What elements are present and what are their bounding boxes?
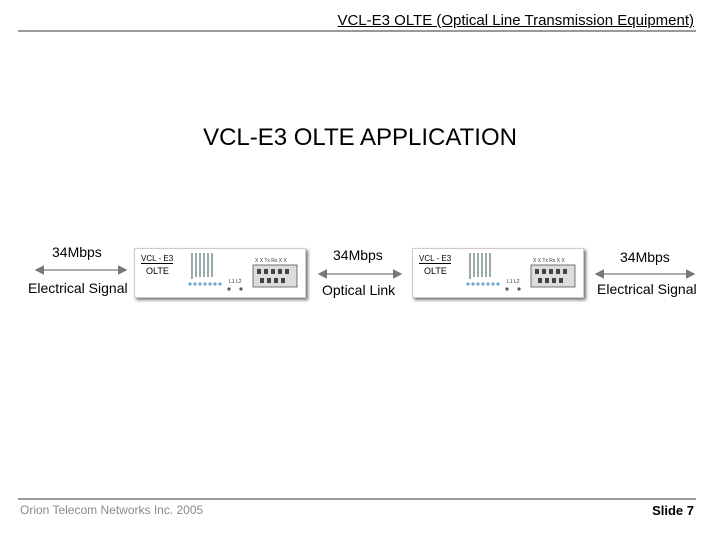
- left-signal-label: Electrical Signal: [28, 280, 128, 296]
- svg-text:L1 L2: L1 L2: [507, 279, 520, 285]
- footer-divider: [18, 498, 696, 500]
- header-title: VCL-E3 OLTE (Optical Line Transmission E…: [337, 12, 694, 29]
- device-1-label: OLTE: [146, 266, 169, 276]
- header-divider: [18, 30, 696, 32]
- right-signal-label: Electrical Signal: [597, 281, 697, 297]
- svg-text:X X Tx Rx X X: X X Tx Rx X X: [533, 258, 566, 264]
- footer-company: Orion Telecom Networks Inc. 2005: [20, 503, 204, 517]
- svg-text:L1 L2: L1 L2: [229, 279, 242, 285]
- middle-signal-label: Optical Link: [322, 282, 396, 298]
- device-2-model: VCL - E3: [419, 254, 452, 264]
- device-1-model: VCL - E3: [141, 254, 174, 264]
- olte-device-1: L1 L2 X X Tx Rx X X VCL - E3 OLTE: [134, 248, 306, 298]
- slide-number: Slide 7: [652, 503, 694, 518]
- device-2-label: OLTE: [424, 266, 447, 276]
- right-rate-label: 34Mbps: [620, 249, 670, 265]
- device-panel-icon: L1 L2 X X Tx Rx X X: [466, 253, 576, 291]
- olte-device-2: L1 L2 X X Tx Rx X X VCL - E3 OLTE: [412, 248, 584, 298]
- middle-rate-label: 34Mbps: [333, 247, 383, 263]
- page-title: VCL-E3 OLTE APPLICATION: [203, 124, 517, 151]
- left-rate-label: 34Mbps: [52, 244, 102, 260]
- device-panel-icon: L1 L2 X X Tx Rx X X: [188, 253, 298, 291]
- svg-text:X X Tx Rx X X: X X Tx Rx X X: [255, 258, 288, 264]
